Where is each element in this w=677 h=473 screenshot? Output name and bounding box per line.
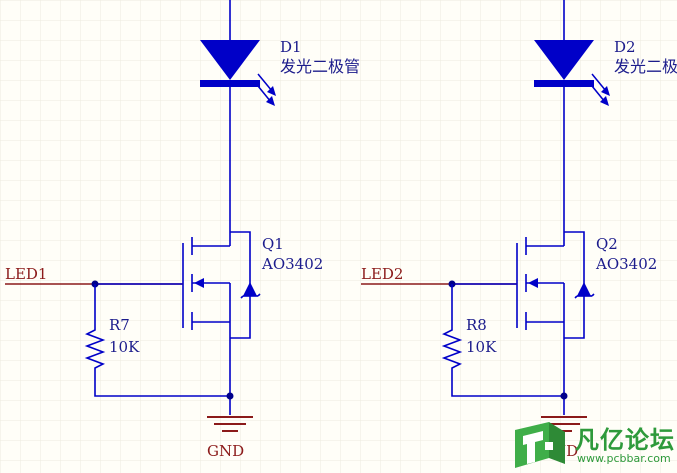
watermark-title: 凡亿论坛: [575, 426, 675, 454]
led-symbol[interactable]: [534, 40, 610, 106]
resistor-designator: R7: [109, 316, 130, 334]
resistor-designator: R8: [466, 316, 487, 334]
mosfet-symbol[interactable]: [516, 231, 595, 339]
input-net-label: LED2: [361, 265, 403, 283]
body-diode: [243, 282, 257, 296]
ground-junction: [560, 392, 568, 400]
mosfet-part: AO3402: [595, 255, 657, 273]
watermark-url: www.pcbbar.com: [577, 452, 671, 465]
mosfet-body-arrow: [528, 278, 538, 288]
led-name: 发光二极管: [280, 57, 360, 76]
mosfet-designator: Q2: [596, 235, 618, 253]
resistor-symbol[interactable]: [441, 284, 564, 397]
channel-1: D1 发光二极管 Q1 AO3402 R7 10K LED1 GND: [5, 0, 360, 460]
led-designator: D2: [614, 38, 636, 56]
input-net-label: LED1: [5, 265, 47, 283]
mosfet-designator: Q1: [262, 235, 284, 253]
ground-symbol: [207, 416, 253, 432]
led-name: 发光二极管: [614, 57, 677, 76]
ground-net-label: GND: [207, 442, 244, 460]
led-symbol[interactable]: [200, 40, 276, 106]
resistor-symbol[interactable]: [84, 284, 230, 397]
mosfet-body-arrow: [194, 278, 204, 288]
ground-junction: [226, 392, 234, 400]
resistor-value: 10K: [109, 338, 140, 356]
body-diode: [577, 282, 591, 296]
pcb-leaf-logo-icon: [515, 422, 565, 468]
watermark: 凡亿论坛 www.pcbbar.com: [505, 418, 677, 473]
channel-2: D2 发光二极管 Q2 AO3402 R8 10K LED2 GND: [361, 0, 677, 460]
mosfet-part: AO3402: [261, 255, 323, 273]
led-designator: D1: [280, 38, 302, 56]
resistor-value: 10K: [466, 338, 497, 356]
